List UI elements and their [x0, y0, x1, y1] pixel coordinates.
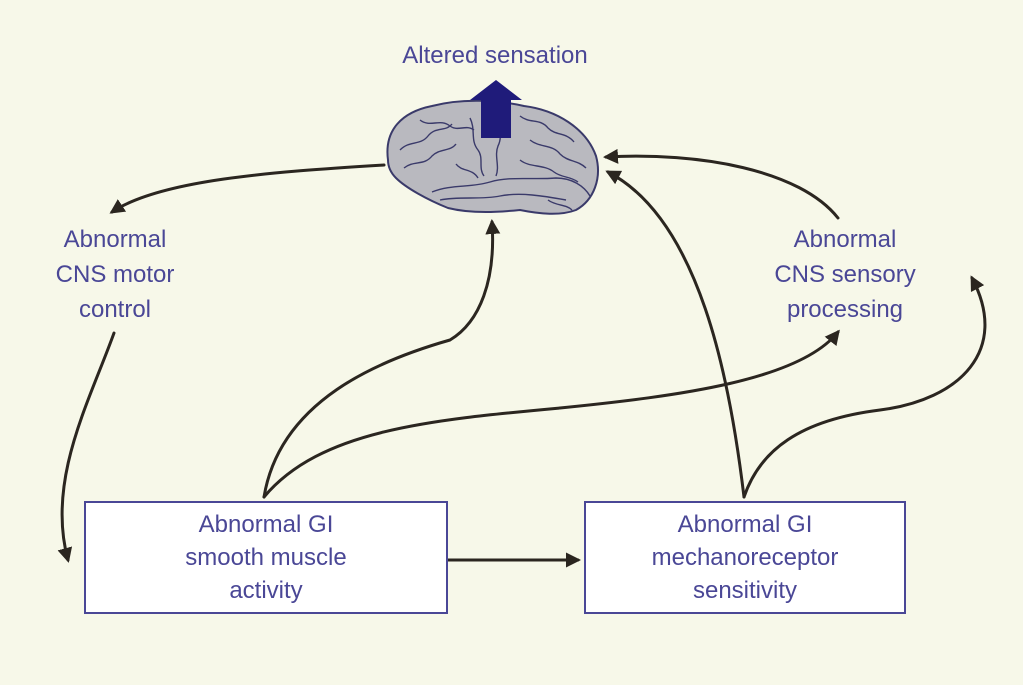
smooth-muscle-activity-box: Abnormal GI smooth muscle activity — [84, 501, 448, 614]
smooth-muscle-line-3: activity — [229, 577, 303, 604]
arrow-brain-to-motor — [109, 163, 386, 214]
smooth-muscle-line-1: Abnormal GI — [198, 511, 334, 538]
cns-motor-line-2: CNS motor — [55, 261, 175, 288]
cns-sensory-line-1: Abnormal — [793, 226, 897, 253]
cns-motor-line-1: Abnormal — [63, 226, 167, 253]
mechanoreceptor-line-1: Abnormal GI — [677, 511, 813, 538]
arrow-sensory-to-brain — [603, 148, 840, 220]
arrow-motor-to-muscle — [57, 331, 116, 563]
up-arrow-icon — [470, 80, 522, 138]
cns-sensory-line-2: CNS sensory — [774, 261, 916, 288]
cns-sensory-line-3: processing — [786, 296, 904, 323]
mechanoreceptor-line-2: mechanoreceptor — [651, 544, 839, 571]
altered-sensation-label: Altered sensation — [370, 38, 620, 73]
brain-icon — [386, 99, 599, 215]
arrow-mechano-to-brain — [605, 170, 746, 499]
arrow-mechano-to-sensory — [742, 275, 987, 499]
mechanoreceptor-sensitivity-box: Abnormal GI mechanoreceptor sensitivity — [584, 501, 906, 614]
cns-sensory-processing-label: Abnormal CNS sensory processing — [750, 222, 940, 327]
cns-motor-control-label: Abnormal CNS motor control — [20, 222, 210, 327]
mechanoreceptor-line-3: sensitivity — [692, 577, 798, 604]
smooth-muscle-line-2: smooth muscle — [185, 544, 347, 571]
cns-motor-line-3: control — [78, 296, 152, 323]
altered-sensation-text: Altered sensation — [402, 42, 588, 69]
arrow-muscle-to-sensory — [262, 329, 840, 499]
arrow-muscle-to-brain — [262, 219, 501, 499]
